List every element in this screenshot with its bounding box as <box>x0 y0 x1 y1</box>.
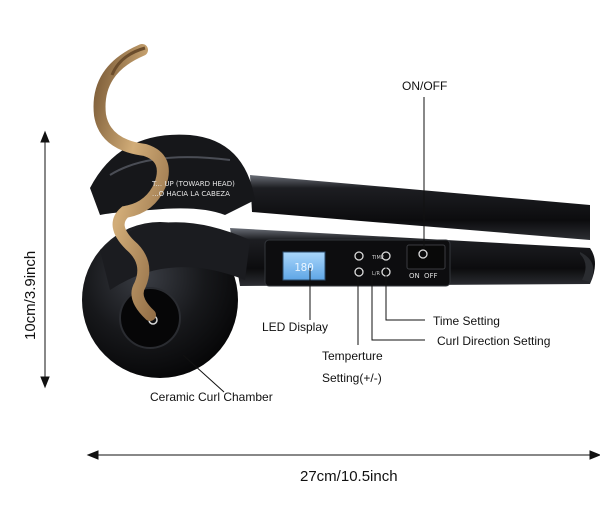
temperature-setting-label-line1: Temperture <box>322 349 383 363</box>
switch-on-text: ON <box>409 272 420 280</box>
head-text-line2: ...O HACIA LA CABEZA <box>152 190 230 198</box>
ceramic-curl-chamber-label: Ceramic Curl Chamber <box>150 390 273 404</box>
led-display-label: LED Display <box>262 320 329 334</box>
svg-text:180: 180 <box>294 261 314 274</box>
temp-minus-button <box>354 267 364 277</box>
head-text-line1: T... UP (TOWARD HEAD) <box>151 180 235 188</box>
chamber-leader <box>182 354 225 393</box>
hair-curl <box>93 44 169 321</box>
width-dimension-label: 27cm/10.5inch <box>300 468 398 485</box>
time-button-text: TIME <box>371 255 384 261</box>
temp-plus-button <box>354 251 364 261</box>
height-dimension-label: 10cm/3.9inch <box>22 250 39 340</box>
upper-handle <box>250 175 590 240</box>
curl-direction-leader <box>371 272 425 341</box>
on-off-label: ON/OFF <box>402 79 448 93</box>
switch-off-text: OFF <box>424 272 438 280</box>
time-setting-label: Time Setting <box>433 314 500 328</box>
head-cap <box>90 134 255 215</box>
time-setting-leader <box>385 262 425 321</box>
curl-button-text: L/R <box>372 271 380 277</box>
time-button <box>381 251 391 261</box>
led-display-screen <box>282 251 326 281</box>
power-button <box>418 249 428 259</box>
temperature-setting-label-line2: Setting(+/-) <box>322 371 382 385</box>
curl-direction-setting-label: Curl Direction Setting <box>437 334 551 348</box>
